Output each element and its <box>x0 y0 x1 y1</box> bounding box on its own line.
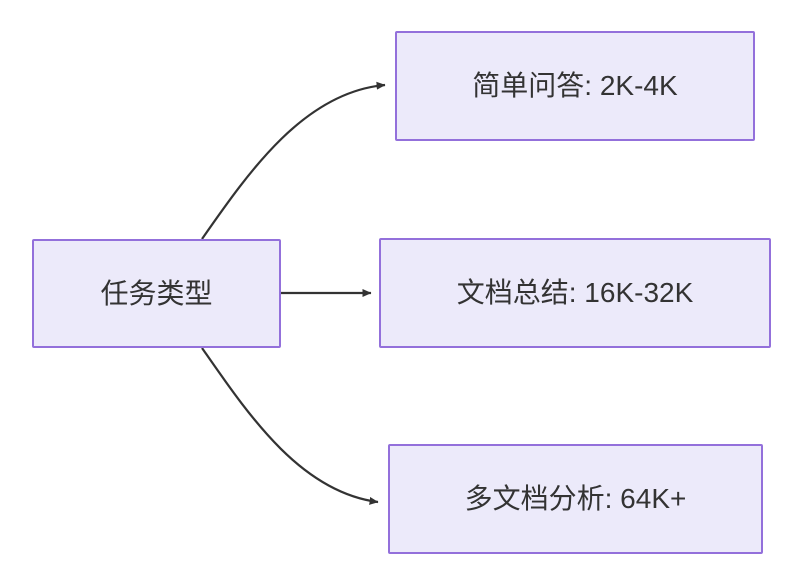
node-document-summary[interactable]: 文档总结: 16K-32K <box>379 238 771 348</box>
node-simple-qa-label: 简单问答: 2K-4K <box>472 70 678 102</box>
edge-root-simple-qa <box>201 81 386 240</box>
node-multi-document-analysis[interactable]: 多文档分析: 64K+ <box>388 444 763 554</box>
node-task-type[interactable]: 任务类型 <box>32 239 281 348</box>
node-multi-document-analysis-label: 多文档分析: 64K+ <box>464 483 687 515</box>
edge-root-multi-doc <box>201 347 379 505</box>
node-task-type-label: 任务类型 <box>100 277 213 309</box>
node-document-summary-label: 文档总结: 16K-32K <box>456 277 694 309</box>
node-simple-qa[interactable]: 简单问答: 2K-4K <box>395 31 755 141</box>
